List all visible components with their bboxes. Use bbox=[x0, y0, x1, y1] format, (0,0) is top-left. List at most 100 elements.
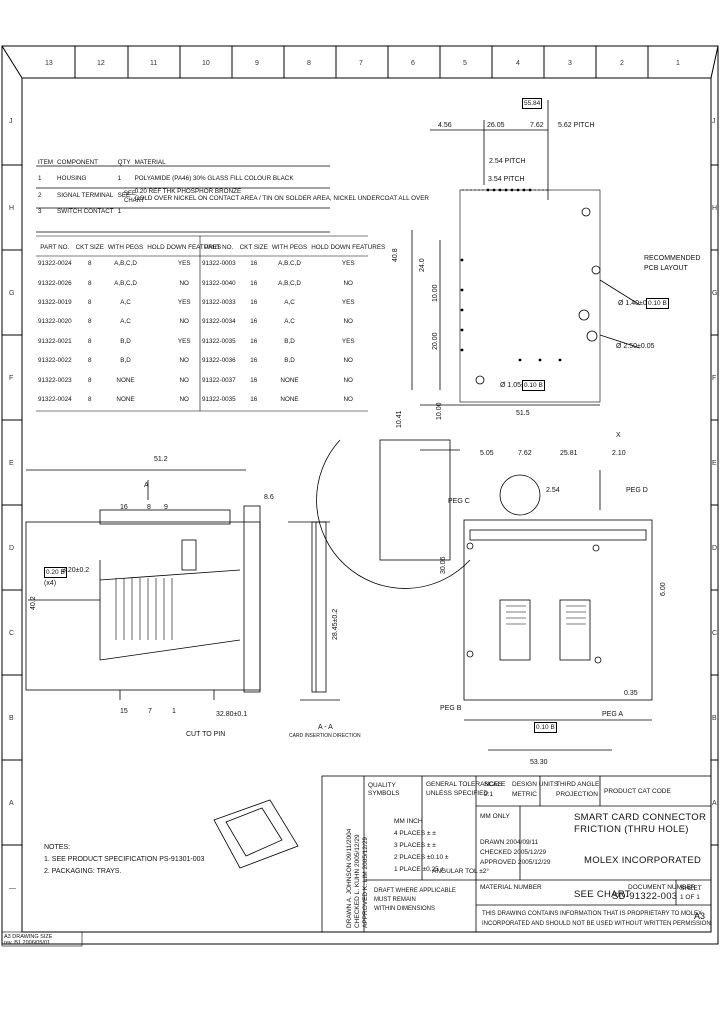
drawing-title-line: FRICTION (THRU HOLE) bbox=[574, 824, 689, 835]
pcb-layout-title: RECOMMENDED PCB LAYOUT bbox=[644, 254, 700, 274]
part-table-cell: 91322-0020 bbox=[38, 318, 72, 326]
see-chart-note: SEE CHART bbox=[124, 191, 145, 205]
dimension-label: 53.30 bbox=[530, 759, 548, 766]
hole-callout: Ø 2.50±0.05 bbox=[616, 343, 655, 350]
section-label: A - A bbox=[318, 724, 333, 731]
quality-line: SYMBOLS bbox=[368, 790, 400, 797]
zone-label: 6 bbox=[411, 60, 415, 67]
callout-label: PEG B bbox=[440, 705, 462, 712]
part-table-cell: NO bbox=[179, 318, 189, 326]
dimension-label: 3.54 PITCH bbox=[488, 176, 525, 183]
part-table-cell: YES bbox=[177, 298, 191, 306]
zone-label: 8 bbox=[307, 60, 311, 67]
part-table-cell: YES bbox=[341, 298, 355, 306]
mm-only: MM ONLY bbox=[480, 813, 510, 820]
dimension-label: 32.80±0.1 bbox=[216, 711, 248, 718]
dimension-label: 2.54 PITCH bbox=[489, 158, 526, 165]
part-table-header: CKT SIZE bbox=[75, 243, 104, 251]
callout-label: 8 bbox=[147, 504, 151, 511]
material-number-label: MATERIAL NUMBER bbox=[480, 884, 542, 891]
zone-label: 2 bbox=[620, 60, 624, 67]
part-table-header: HOLD DOWN FEATURES bbox=[147, 243, 222, 251]
dimension-label: 51.2 bbox=[154, 456, 168, 463]
hole-callout: Ø 1.40±0.05 bbox=[618, 300, 657, 307]
dimension-label: (x4) bbox=[44, 580, 57, 587]
revision-history: DRAWN A. JOHNSON 09/11/2004 CHECKED L. K… bbox=[346, 829, 370, 928]
scale-field: SCALE 2:1 bbox=[484, 780, 505, 800]
callout-label: 1 bbox=[172, 708, 176, 715]
bom-cell: 1 bbox=[117, 208, 122, 215]
notice-line: THIS DRAWING CONTAINS INFORMATION THAT I… bbox=[482, 911, 703, 917]
bom-cell: 1 bbox=[117, 175, 122, 182]
part-table-cell: 91322-0024 bbox=[38, 260, 72, 268]
part-table-header: WITH PEGS bbox=[107, 243, 144, 251]
tolerance-row: 3 PLACES ± ± bbox=[394, 842, 436, 849]
zone-label: F bbox=[712, 375, 717, 382]
part-table-cell: YES bbox=[341, 337, 355, 345]
zone-label: E bbox=[9, 460, 14, 467]
dimension-label: 10.00 bbox=[436, 402, 443, 420]
part-table-cell: 91322-0035 bbox=[202, 337, 236, 345]
part-table-cell: B,D bbox=[284, 357, 295, 365]
draft-line: WITHIN DIMENSIONS bbox=[374, 906, 435, 912]
part-table-cell: 16 bbox=[250, 337, 258, 345]
callout-label: 7 bbox=[148, 708, 152, 715]
callout-label: 15 bbox=[120, 708, 128, 715]
zone-label: A bbox=[712, 800, 717, 807]
bom-cell: SEE bbox=[117, 191, 131, 199]
see-chart-line: CHART bbox=[124, 198, 145, 204]
zone-label: 3 bbox=[568, 60, 572, 67]
dimension-label: 26.05 bbox=[487, 122, 505, 129]
tolerance-box: 0.10 B bbox=[522, 380, 545, 391]
zone-label: 4 bbox=[516, 60, 520, 67]
part-table-cell: 16 bbox=[250, 298, 258, 306]
pcb-layout-title-line: PCB LAYOUT bbox=[644, 265, 688, 272]
bom-header: QTY bbox=[117, 158, 131, 166]
zone-label: 13 bbox=[45, 60, 53, 67]
part-table-cell: 91322-0024 bbox=[38, 395, 72, 403]
quality-line: QUALITY bbox=[368, 782, 396, 789]
part-table-cell: 16 bbox=[250, 318, 258, 326]
dimension-label: 28.45±0.2 bbox=[332, 608, 339, 640]
part-table-header: PART NO. bbox=[40, 243, 70, 251]
zone-label: 12 bbox=[97, 60, 105, 67]
note-item: 1. SEE PRODUCT SPECIFICATION PS-91301-00… bbox=[44, 856, 205, 863]
bom-cell: SIGNAL TERMINAL bbox=[57, 191, 114, 199]
part-table-cell: 16 bbox=[250, 357, 258, 365]
part-table-cell: YES bbox=[177, 337, 191, 345]
see-chart-value: SEE CHART bbox=[574, 889, 631, 900]
callout-label: 9 bbox=[164, 504, 168, 511]
section-marker: A bbox=[144, 482, 149, 489]
part-table-cell: NO bbox=[343, 357, 353, 365]
part-table-cell: NO bbox=[343, 318, 353, 326]
format-note-line: rev. B1 2006/05/01 bbox=[4, 940, 51, 946]
part-table-cell: A,C bbox=[120, 298, 131, 306]
part-table-cell: 8 bbox=[87, 298, 92, 306]
dimension-label: 5.05 bbox=[480, 450, 494, 457]
sheet-label: SHEET bbox=[680, 885, 702, 892]
drawing-title: SMART CARD CONNECTOR FRICTION (THRU HOLE… bbox=[574, 812, 706, 836]
document-number-label: DOCUMENT NUMBER bbox=[628, 884, 696, 891]
bom-material-line: 0.20 REF THK PHOSPHOR BRONZE bbox=[134, 188, 242, 195]
dimension-label: 8.6 bbox=[264, 494, 274, 501]
zone-label: J bbox=[9, 118, 13, 125]
zone-label: G bbox=[712, 290, 718, 297]
notes-block: NOTES: 1. SEE PRODUCT SPECIFICATION PS-9… bbox=[44, 842, 204, 878]
revision-line: APPROVED K. LIM 2005/12/29 bbox=[362, 836, 369, 928]
part-table-cell: YES bbox=[177, 260, 191, 268]
part-table-header: PART NO. bbox=[204, 243, 234, 251]
dimension-label: 30.06 bbox=[440, 556, 447, 574]
section-marker: X bbox=[616, 432, 621, 439]
zone-label: — bbox=[9, 885, 16, 892]
dimension-box: 55.84 bbox=[522, 98, 543, 109]
